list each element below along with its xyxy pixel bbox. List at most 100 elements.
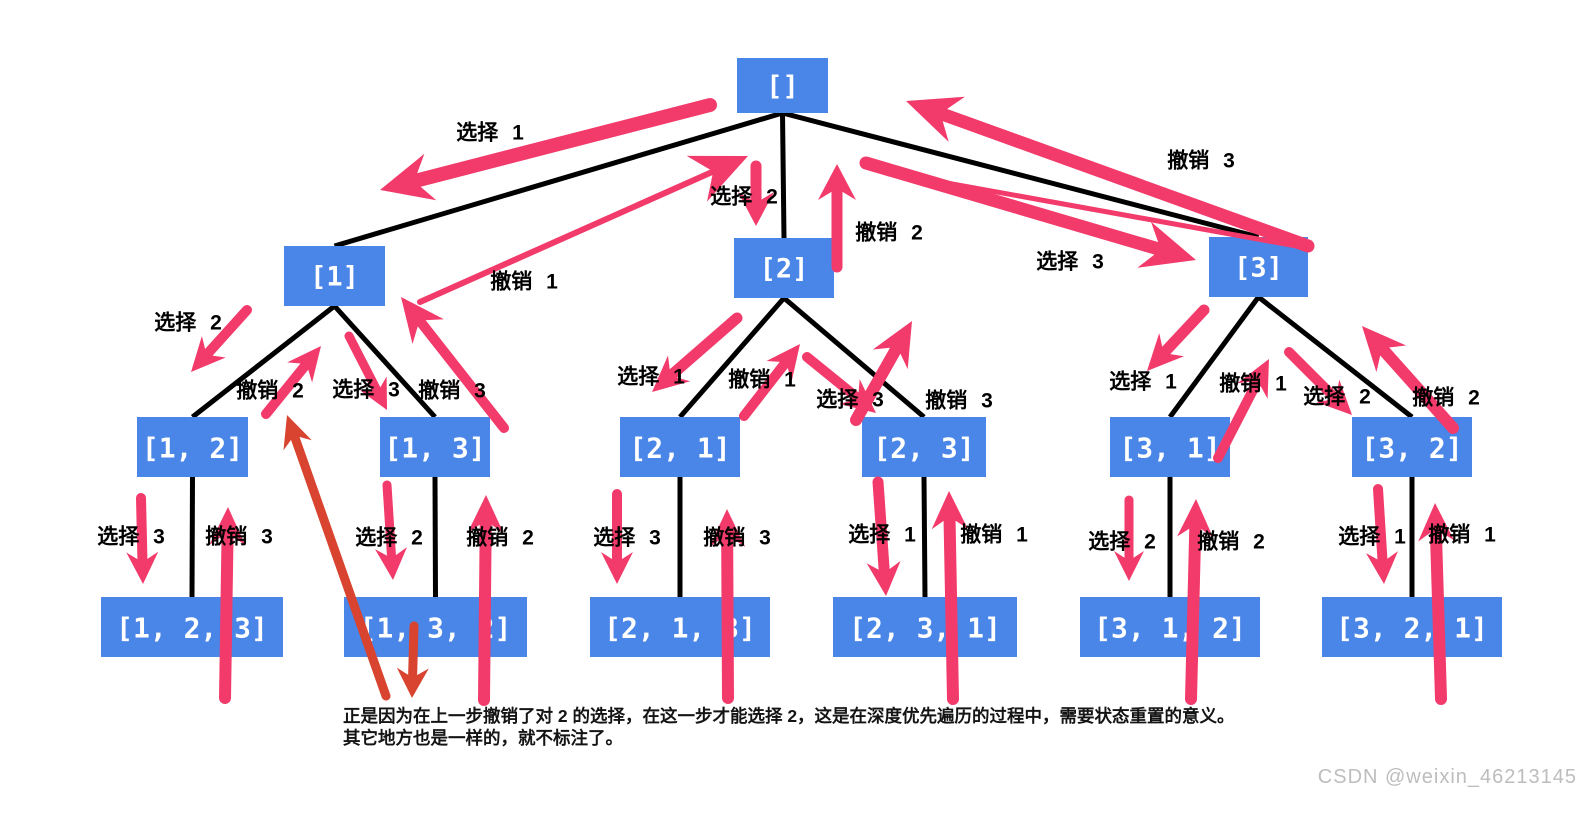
tree-node-box xyxy=(1322,597,1502,657)
choose-1-root-arrow xyxy=(380,98,717,201)
label-choose-2-n13: 选择 2 xyxy=(355,527,423,550)
arrow-head xyxy=(1362,326,1407,373)
label-choose-3-root: 选择 3 xyxy=(1036,251,1104,274)
tree-edge-n13-n132 xyxy=(432,476,438,598)
choose-3-n21-arrow xyxy=(601,489,633,584)
choose-1-n3-arrow xyxy=(1147,304,1210,371)
label-choose-3-n2: 选择 3 xyxy=(816,389,884,412)
tree-edge-n3-n32 xyxy=(1256,295,1414,419)
tree-node-label: [2] xyxy=(760,254,809,285)
label-undo-2-n1: 撤销 2 xyxy=(236,379,304,403)
undo-1-n2-arrow xyxy=(739,344,800,421)
arrow-head xyxy=(1177,499,1213,538)
arrow-head xyxy=(872,321,912,370)
undo-1-n3-arrow xyxy=(1213,359,1269,463)
tree-edge-n2-n23 xyxy=(782,296,926,419)
arrow-shaft xyxy=(478,514,492,706)
choose-1-n32-arrow xyxy=(1366,484,1398,584)
undo-2-n1-arrow xyxy=(261,346,321,419)
arrow-head xyxy=(283,415,312,451)
tree-node-label: [3] xyxy=(1234,253,1283,284)
label-undo-2-root: 撤销 2 xyxy=(855,221,923,245)
arrow-head xyxy=(191,336,226,372)
tree-node-box xyxy=(620,417,740,477)
arrow-head xyxy=(1418,503,1455,542)
tree-node-label: [2, 1] xyxy=(629,432,730,465)
arrow-shaft xyxy=(261,358,312,419)
choose-2-n3-arrow xyxy=(1284,347,1352,415)
undo-2-root-arrow xyxy=(818,164,856,273)
arrow-head xyxy=(931,491,968,530)
label-undo-3-n21: 撤销 3 xyxy=(703,526,771,550)
arrow-shaft xyxy=(382,480,397,563)
tree-node-label: [1] xyxy=(310,262,359,293)
arrow-shaft xyxy=(201,305,252,360)
arrow-shaft xyxy=(739,357,791,421)
label-choose-3-n1: 选择 3 xyxy=(332,379,400,402)
choose-2-root-arrow xyxy=(738,160,774,226)
tree-node-box xyxy=(737,58,828,113)
label-undo-2-n31: 撤销 2 xyxy=(1197,530,1265,554)
tree-node-box xyxy=(734,238,834,298)
label-choose-1-n23: 选择 1 xyxy=(848,524,916,547)
label-choose-2-root: 选择 2 xyxy=(710,186,778,209)
tree-node-label: [] xyxy=(766,71,799,102)
undo-3-n21-arrow xyxy=(709,509,746,704)
arrow-shaft xyxy=(934,106,1315,253)
tree-node-box xyxy=(284,246,385,306)
tree-node-box xyxy=(380,417,490,477)
undo-3-n2-arrow xyxy=(850,321,912,426)
label-choose-2-n3: 选择 2 xyxy=(1303,386,1371,409)
tree-edge-n2-n21 xyxy=(678,296,786,419)
arrow-shaft xyxy=(872,476,890,579)
arrow-shaft xyxy=(943,510,959,705)
arrow-head xyxy=(738,192,774,226)
label-choose-1-root: 选择 1 xyxy=(456,122,524,145)
arrow-shaft xyxy=(1213,375,1263,463)
arrow-shaft xyxy=(1185,518,1202,705)
tree-node-n213: [2, 1, 3] xyxy=(590,597,770,657)
label-choose-2-n1: 选择 2 xyxy=(154,312,222,335)
label-undo-1-n32: 撤销 1 xyxy=(1428,523,1496,547)
arrow-head xyxy=(401,297,444,344)
tree-node-box xyxy=(1110,417,1230,477)
arrow-head xyxy=(818,164,856,200)
callout-up-arrow xyxy=(283,415,391,701)
choose-2-n13-arrow xyxy=(375,480,407,580)
choose-2-n1-arrow xyxy=(191,305,252,372)
label-undo-1-root: 撤销 1 xyxy=(490,270,558,294)
undo-2-n31-arrow xyxy=(1177,499,1213,705)
arrow-shaft xyxy=(721,528,734,704)
tree-node-n2: [2] xyxy=(734,238,834,298)
label-undo-1-n3: 撤销 1 xyxy=(1219,372,1287,396)
label-undo-3-root: 撤销 3 xyxy=(1167,149,1235,173)
arrow-head xyxy=(766,344,800,381)
undo-2-n3-arrow xyxy=(1362,326,1459,434)
label-choose-1-n3: 选择 1 xyxy=(1109,371,1177,394)
label-choose-2-n31: 选择 2 xyxy=(1088,531,1156,554)
arrow-shaft xyxy=(802,352,864,404)
arrow-head xyxy=(287,346,321,383)
arrow-shaft xyxy=(905,173,1305,250)
arrow-shaft xyxy=(407,98,717,189)
tree-edge-root-n2 xyxy=(780,112,787,239)
arrow-shaft xyxy=(850,341,904,426)
arrow-shaft xyxy=(414,315,509,433)
undo-3-root-arrow xyxy=(906,96,1315,253)
label-undo-1-n2: 撤销 1 xyxy=(728,368,796,392)
arrow-head xyxy=(375,547,407,580)
annotation-line-2: 其它地方也是一样的，就不标注了。 xyxy=(343,728,623,749)
undo-1-n32-arrow xyxy=(1418,503,1455,705)
callout-down-arrow xyxy=(396,621,429,698)
arrow-head xyxy=(396,667,429,698)
watermark: CSDN @weixin_46213145 xyxy=(1317,766,1577,788)
undo-3-n1-arrow xyxy=(401,297,509,433)
tree-node-box xyxy=(344,597,527,657)
choose-3-n12-arrow xyxy=(126,493,159,584)
tree-node-label: [3, 1, 2] xyxy=(1094,612,1246,645)
undo-1-n23-arrow xyxy=(931,491,968,705)
arrow-head xyxy=(1366,551,1398,584)
label-undo-3-n1: 撤销 3 xyxy=(418,379,486,403)
tree-node-box xyxy=(590,597,770,657)
